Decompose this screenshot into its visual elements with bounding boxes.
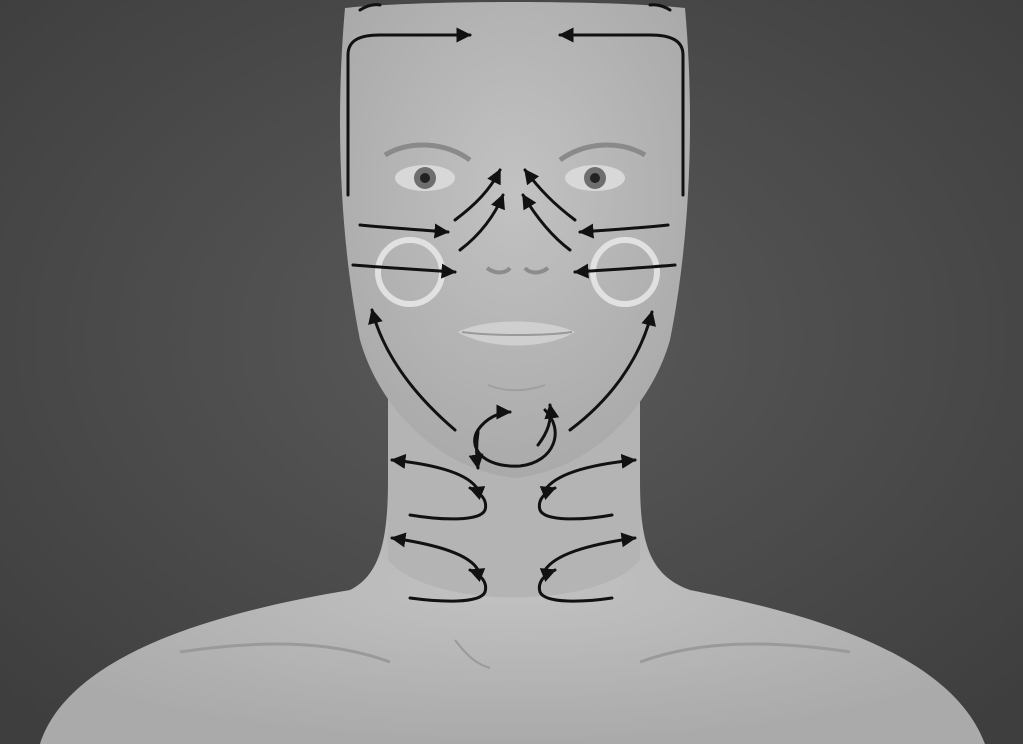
pupil-left — [420, 173, 430, 183]
pupil-right — [590, 173, 600, 183]
chin-arrow-down — [477, 432, 479, 468]
